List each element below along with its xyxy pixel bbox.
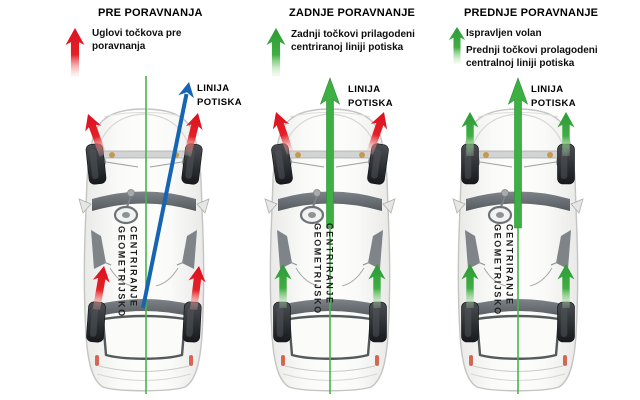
legend-red-arrow-icon <box>65 28 85 77</box>
thrust-line-label: LINIJA POTISKA <box>531 83 576 111</box>
thrust-line-arrowhead-icon <box>178 82 194 99</box>
legend-text: Prednji točkovi prolagodeni centralnoj l… <box>466 45 598 69</box>
car-pre-poravnanja <box>77 76 211 394</box>
legend-green-arrow-icon-right <box>448 27 466 64</box>
thrust-line-label-line2: POTISKA <box>531 98 577 109</box>
center-line-label: GEOMETRIJSKO CENTRIRANJE <box>115 226 139 318</box>
center-line-label-word1: GEOMETRIJSKO <box>312 223 323 315</box>
thrust-line-label-line1: LINIJA <box>197 83 230 94</box>
thrust-line-arrow <box>319 77 341 229</box>
legend-prednje-poravnanje: Ispravljen volan Prednji točkovi prolago… <box>466 27 616 74</box>
car-zadnje-poravnanje <box>263 77 397 394</box>
panel-title-prednje-poravnanje: PREDNJE PORAVNANJE <box>464 7 599 19</box>
thrust-line-label: LINIJA POTISKA <box>348 83 393 111</box>
panel-title-zadnje-poravnanje: ZADNJE PORAVNANJE <box>289 7 416 19</box>
center-line-label-word1: GEOMETRIJSKO <box>492 224 503 316</box>
legend-text: Ispravljen volan <box>466 28 542 39</box>
legend-text: Zadnji točkovi prilagodeni centriranoj l… <box>291 29 415 53</box>
center-line-label-word2: CENTRIRANJE <box>324 223 335 305</box>
center-line-label-word1: GEOMETRIJSKO <box>116 226 127 318</box>
car-prednje-poravnanje <box>451 77 585 394</box>
center-line-label-word2: CENTRIRANJE <box>128 226 139 308</box>
thrust-line-arrow <box>507 77 529 229</box>
center-line-label: GEOMETRIJSKO CENTRIRANJE <box>311 223 335 315</box>
thrust-line-label-line1: LINIJA <box>531 84 564 95</box>
thrust-line <box>141 93 189 309</box>
legend-green-arrow-icon <box>266 28 286 77</box>
thrust-line-label-line1: LINIJA <box>348 84 381 95</box>
legend-pre-poravnanja: Uglovi točkova pre poravnanja <box>92 27 210 57</box>
center-line-label-word2: CENTRIRANJE <box>504 224 515 306</box>
panel-title-pre-poravnanja: PRE PORAVNANJA <box>98 7 203 19</box>
legend-zadnje-poravnanje: Zadnji točkovi prilagodeni centriranoj l… <box>291 28 441 58</box>
thrust-line-label-line2: POTISKA <box>348 98 394 109</box>
center-line-label: GEOMETRIJSKO CENTRIRANJE <box>491 224 515 316</box>
legend-text: Uglovi točkova pre poravnanja <box>92 28 182 52</box>
thrust-line-label-line2: POTISKA <box>197 97 243 108</box>
thrust-line-label: LINIJA POTISKA <box>197 82 242 110</box>
